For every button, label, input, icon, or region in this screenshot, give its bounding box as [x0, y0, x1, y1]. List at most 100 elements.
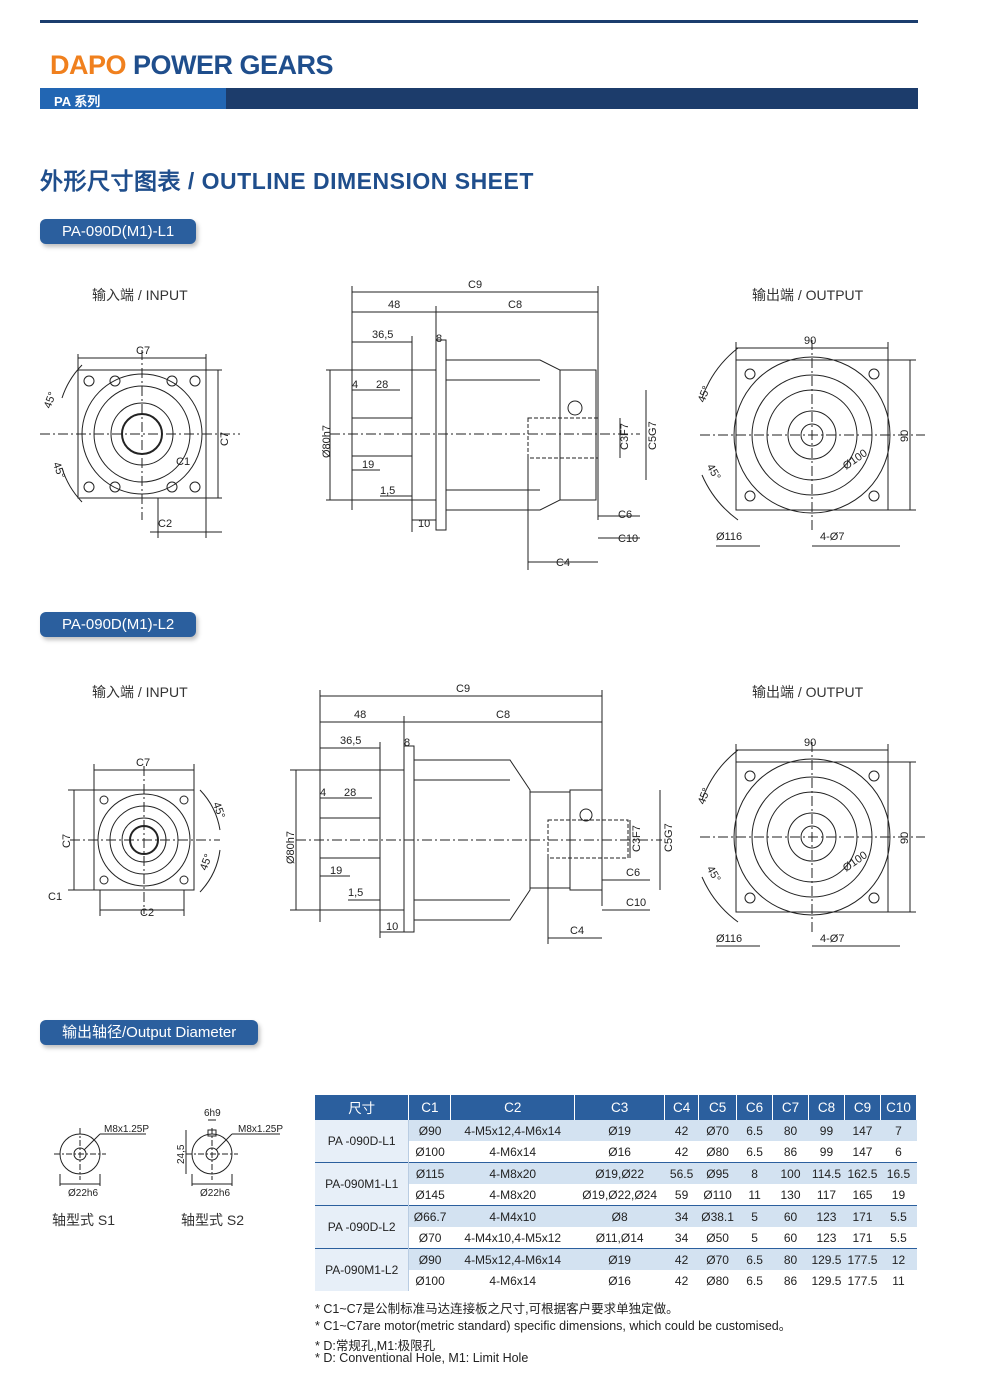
- table-cell: 4-M4x10: [450, 1205, 575, 1227]
- output-flange-view-l2: [700, 742, 925, 947]
- header-top-line: [40, 20, 918, 23]
- table-cell: Ø80: [698, 1270, 737, 1291]
- shaft-drawings: M8x1.25P Ø22h6 M8x1.25P Ø22h6 6h9 24,5: [54, 1108, 283, 1199]
- dim-1-5: 1,5: [380, 485, 395, 497]
- brand-title: DAPO POWER GEARS: [50, 50, 334, 81]
- dim-c4: C4: [556, 557, 570, 569]
- table-header-cell: C1: [408, 1095, 452, 1120]
- dim-c10-l2: C10: [626, 897, 646, 909]
- table-cell: Ø16: [574, 1270, 665, 1291]
- table-cell: Ø110: [698, 1184, 737, 1206]
- dim-8-l2: 8: [404, 737, 410, 749]
- dim-c7-side: C7: [219, 432, 231, 446]
- dim-48-l2: 48: [354, 709, 366, 721]
- table-header-cell: C3: [574, 1095, 666, 1120]
- dim-d116: Ø116: [716, 531, 742, 543]
- note-4: * D: Conventional Hole, M1: Limit Hole: [315, 1351, 529, 1365]
- table-cell: 34: [664, 1227, 699, 1249]
- table-header-cell: C9: [844, 1095, 881, 1120]
- s2-thread: M8x1.25P: [238, 1124, 283, 1135]
- dim-c10: C10: [618, 533, 638, 545]
- drawing-l2: C7 C7 C2 C1 45° 45° C9 48 C8 36,5 8 4 28…: [48, 683, 925, 947]
- table-model-cell: PA-090M1-L1: [315, 1162, 410, 1206]
- dim-angle-b: 45°: [50, 461, 67, 481]
- table-cell: 4-M5x12,4-M6x14: [450, 1248, 575, 1270]
- dim-4-d7-l2: 4-Ø7: [820, 933, 844, 945]
- table-model-cell: PA-090M1-L2: [315, 1248, 410, 1291]
- table-cell: 6.5: [736, 1119, 773, 1141]
- table-cell: 117: [808, 1184, 845, 1206]
- table-cell: 4-M6x14: [450, 1141, 575, 1163]
- dim-4-l2: 4: [320, 787, 326, 799]
- table-cell: 42: [664, 1119, 699, 1141]
- side-view-l2: [290, 690, 662, 944]
- table-cell: Ø19,Ø22,Ø24: [574, 1184, 665, 1206]
- table-cell: Ø19: [574, 1119, 665, 1141]
- dim-c1-l2: C1: [48, 891, 62, 903]
- table-header-cell: C8: [808, 1095, 845, 1120]
- table-model-cell: PA -090D-L1: [315, 1119, 410, 1163]
- table-header-cell: C10: [880, 1095, 918, 1120]
- table-cell: 60: [772, 1227, 809, 1249]
- table-cell: 177.5: [844, 1270, 881, 1291]
- table-cell: 4-M8x20: [450, 1162, 575, 1184]
- dim-4: 4: [352, 379, 358, 391]
- dim-c9: C9: [468, 279, 482, 291]
- table-cell: Ø115: [408, 1162, 451, 1184]
- dim-c1: C1: [176, 456, 190, 468]
- table-cell: 5.5: [880, 1227, 917, 1249]
- table-cell: 42: [664, 1248, 699, 1270]
- dim-c5: C5G7: [647, 421, 659, 450]
- model-tab-l2: PA-090D(M1)-L2: [40, 612, 197, 637]
- dim-c8: C8: [508, 299, 522, 311]
- dim-angle-a-l2: 45°: [210, 801, 227, 821]
- dim-c2-l2: C2: [140, 907, 154, 919]
- table-cell: 5.5: [880, 1205, 917, 1227]
- table-cell: Ø19: [574, 1248, 665, 1270]
- table-cell: 42: [664, 1270, 699, 1291]
- table-cell: Ø8: [574, 1205, 665, 1227]
- table-cell: 99: [808, 1119, 845, 1141]
- table-header-cell: C6: [736, 1095, 774, 1120]
- table-cell: 12: [880, 1248, 917, 1270]
- series-bar: PA 系列: [40, 88, 918, 109]
- table-cell: 4-M5x12,4-M6x14: [450, 1119, 575, 1141]
- note-2: * C1~C7are motor(metric standard) specif…: [315, 1319, 792, 1333]
- shaft-s2-caption: 轴型式 S2: [181, 1212, 245, 1228]
- table-cell: 129.5: [808, 1248, 845, 1270]
- input-flange-view-l2: [68, 764, 221, 916]
- series-tab: PA 系列: [40, 88, 226, 109]
- table-cell: 86: [772, 1270, 809, 1291]
- dim-48: 48: [388, 299, 400, 311]
- table-cell: 130: [772, 1184, 809, 1206]
- dim-c3: C3F7: [619, 423, 631, 450]
- table-cell: 59: [664, 1184, 699, 1206]
- table-cell: 56.5: [664, 1162, 699, 1184]
- table-cell: Ø70: [698, 1248, 737, 1270]
- drawing-l1: C7 C7 C2 C1 45° 45° C9 48 C8 36,5 8 4 28…: [40, 279, 925, 570]
- table-cell: 7: [880, 1119, 917, 1141]
- output-label-l2: 输出端 / OUTPUT: [752, 684, 864, 700]
- dim-c7-top: C7: [136, 345, 150, 357]
- table-cell: Ø90: [408, 1119, 451, 1141]
- dim-36-5-l2: 36,5: [340, 735, 361, 747]
- table-cell: 19: [880, 1184, 917, 1206]
- table-cell: 4-M4x10,4-M5x12: [450, 1227, 575, 1249]
- table-cell: 123: [808, 1205, 845, 1227]
- table-cell: 86: [772, 1141, 809, 1163]
- dim-90-side-l2: 90: [899, 832, 911, 844]
- table-cell: 162.5: [844, 1162, 881, 1184]
- dim-angle-out-a-l2: 45°: [696, 786, 713, 806]
- table-cell: 5: [736, 1227, 773, 1249]
- table-cell: Ø95: [698, 1162, 737, 1184]
- dim-angle-b-l2: 45°: [198, 852, 215, 872]
- table-cell: 60: [772, 1205, 809, 1227]
